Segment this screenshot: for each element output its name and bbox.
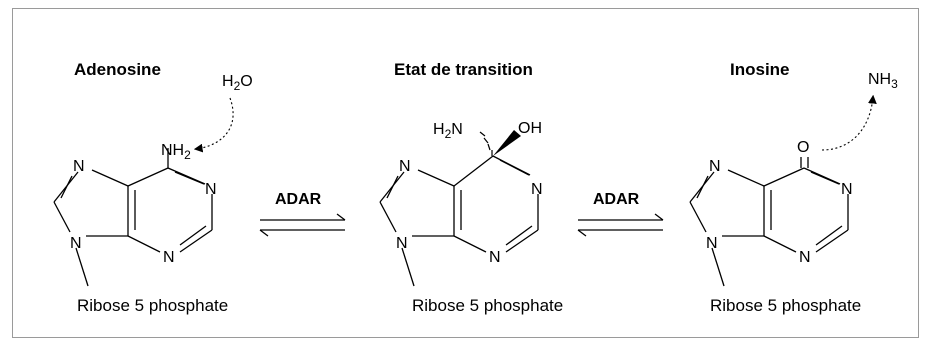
ring-nitrogen: N bbox=[841, 181, 853, 198]
ring-nitrogen: N bbox=[709, 158, 721, 175]
transition-sugar-label: Ribose 5 phosphate bbox=[412, 296, 563, 315]
ring-nitrogen: N bbox=[205, 181, 217, 198]
transition-amine: H2N bbox=[433, 121, 463, 141]
ammonia-label: NH3 bbox=[868, 71, 898, 91]
inosine-structure: O N N N N bbox=[689, 139, 853, 287]
ring-nitrogen: N bbox=[399, 158, 411, 175]
enzyme-label-1: ADAR bbox=[275, 191, 322, 208]
transition-hydroxyl: OH bbox=[518, 120, 542, 137]
ring-nitrogen: N bbox=[396, 235, 408, 252]
ammonia-release-arrow bbox=[821, 94, 877, 151]
inosine-sugar-label: Ribose 5 phosphate bbox=[710, 296, 861, 315]
ring-nitrogen: N bbox=[70, 235, 82, 252]
transition-structure: H2N OH N N N N bbox=[379, 120, 543, 287]
ring-nitrogen: N bbox=[706, 235, 718, 252]
equilibrium-arrow-1 bbox=[259, 213, 346, 237]
inosine-title: Inosine bbox=[730, 60, 790, 79]
svg-text:NH3: NH3 bbox=[868, 71, 898, 91]
ring-nitrogen: N bbox=[73, 158, 85, 175]
diagram-frame bbox=[12, 8, 919, 338]
water-attack-arrow bbox=[193, 97, 234, 153]
amine-group: NH2 bbox=[161, 142, 191, 162]
transition-title: Etat de transition bbox=[394, 60, 533, 79]
water-label: H2O bbox=[222, 73, 253, 93]
enzyme-label-2: ADAR bbox=[593, 191, 640, 208]
carbonyl-oxygen: O bbox=[797, 139, 809, 156]
adenosine-sugar-label: Ribose 5 phosphate bbox=[77, 296, 228, 315]
ring-nitrogen: N bbox=[799, 249, 811, 266]
ring-nitrogen: N bbox=[163, 249, 175, 266]
svg-text:H2O: H2O bbox=[222, 73, 253, 93]
equilibrium-arrow-2 bbox=[577, 213, 664, 237]
ring-nitrogen: N bbox=[489, 249, 501, 266]
ring-nitrogen: N bbox=[531, 181, 543, 198]
adenosine-title: Adenosine bbox=[74, 60, 161, 79]
adenosine-structure: NH2 N N N N bbox=[53, 142, 217, 287]
